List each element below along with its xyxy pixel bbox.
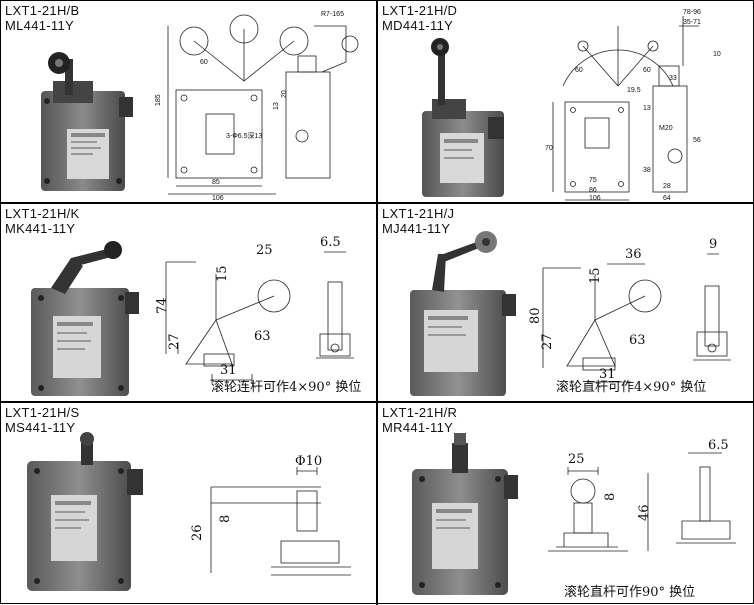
panel-k-model: MK441-11Y	[5, 221, 76, 236]
panel-d-label: LXT1-21H/D MD441-11Y	[382, 3, 457, 33]
panel-k-dim-6: 31	[220, 363, 237, 378]
panel-r-drawing: 25 8 46 6.5	[548, 438, 736, 552]
panel-j-dim-6: 31	[599, 367, 616, 382]
panel-b-dim-6: 3-Φ6.5深13	[226, 131, 262, 140]
panel-j-dim-3: 80	[528, 307, 543, 324]
panel-b-code: LXT1-21H/B	[5, 3, 80, 18]
panel-b-dim-3: 60	[200, 59, 208, 66]
panel-k: LXT1-21H/K MK441-11Y	[1, 204, 376, 401]
panel-k-photo	[31, 241, 139, 396]
panel-d-dim-8: 13	[643, 105, 651, 112]
panel-j-dim-5: 63	[629, 333, 646, 348]
panel-s-drawing: Φ10 8 26	[190, 454, 351, 576]
panel-d-dim-1: 78-96	[683, 9, 701, 16]
panel-j-model: MJ441-11Y	[382, 221, 451, 236]
panel-d: LXT1-21H/D MD441-11Y	[378, 1, 754, 202]
panel-k-note: 滚轮连杆可作4×90° 换位	[211, 380, 362, 395]
panel-s-photo	[27, 432, 143, 591]
panel-d-dim-11: M20	[659, 125, 673, 132]
panel-d-dim-9: 56	[693, 137, 701, 144]
panel-d-dim-12: 38	[643, 167, 651, 174]
panel-r-dim-3: 46	[637, 504, 652, 521]
panel-d-dim-3: 60	[575, 67, 583, 74]
panel-d-dim-14: 86	[589, 187, 597, 194]
panel-k-label: LXT1-21H/K MK441-11Y	[5, 206, 80, 236]
panel-b-dim-1: R7-165	[321, 11, 344, 18]
panel-j-label: LXT1-21H/J MJ441-11Y	[382, 206, 454, 236]
panel-r: LXT1-21H/R MR441-11Y	[378, 403, 754, 605]
panel-r-dim-2: 8	[603, 493, 618, 501]
panel-r-dim-4: 6.5	[708, 438, 729, 453]
panel-d-dim-15: 106	[589, 195, 601, 202]
panel-b-dim-7: 85	[212, 179, 220, 186]
panel-d-dim-16: 28	[663, 183, 671, 190]
divider-row-1	[1, 202, 754, 204]
panel-k-dim-3: 74	[155, 297, 170, 314]
panel-j-photo	[410, 231, 516, 396]
panel-d-dim-2: 35-71	[683, 19, 701, 26]
panel-j-code: LXT1-21H/J	[382, 206, 455, 221]
panel-b-dim-8: 106	[212, 195, 224, 202]
panel-d-code: LXT1-21H/D	[382, 3, 458, 18]
panel-j-note: 滚轮直杆可作4×90° 换位	[556, 380, 707, 395]
panel-k-drawing: 25 15 74 27 63 31 6.5	[155, 235, 354, 384]
panel-d-dim-6: 19.5	[627, 87, 641, 94]
panel-k-code: LXT1-21H/K	[5, 206, 80, 221]
panel-k-dim-2: 15	[215, 265, 230, 282]
panel-r-note: 滚轮直杆可作90° 换位	[564, 585, 696, 600]
panel-k-dim-7: 6.5	[320, 235, 341, 250]
panel-b-dim-2: 185	[155, 94, 162, 106]
panel-r-model: MR441-11Y	[382, 420, 454, 435]
panel-k-dim-5: 63	[254, 329, 271, 344]
panel-s-code: LXT1-21H/S	[5, 405, 80, 420]
panel-j-drawing: 36 15 80 27 63 31 9	[528, 237, 731, 383]
panel-r-code: LXT1-21H/R	[382, 405, 458, 420]
panel-d-dim-5: 10	[713, 51, 721, 58]
panel-d-dim-4: 60	[643, 67, 651, 74]
panel-s: LXT1-21H/S MS441-11Y Φ10 8	[1, 403, 376, 605]
panel-j-dim-7: 9	[709, 237, 717, 252]
panel-s-label: LXT1-21H/S MS441-11Y	[5, 405, 80, 435]
panel-b: LXT1-21H/B ML441-11Y	[1, 1, 376, 202]
panel-r-label: LXT1-21H/R MR441-11Y	[382, 405, 457, 435]
panel-k-dim-4: 27	[167, 333, 182, 350]
panel-j-dim-2: 15	[588, 267, 603, 284]
panel-s-model: MS441-11Y	[5, 420, 76, 435]
divider-row-2	[1, 401, 754, 403]
panel-s-dim-3: 26	[190, 524, 205, 541]
panel-d-dim-10: 70	[545, 145, 553, 152]
panel-b-label: LXT1-21H/B ML441-11Y	[5, 3, 80, 33]
panel-d-photo	[422, 38, 504, 197]
panel-d-dim-7: 33	[669, 75, 677, 82]
panel-b-model: ML441-11Y	[5, 18, 74, 33]
panel-r-dim-1: 25	[568, 452, 585, 467]
panel-d-dim-13: 75	[589, 177, 597, 184]
panel-b-drawing: R7-165 185 60 13 20 3-Φ6.5深13 85 106	[155, 11, 359, 202]
panel-s-dim-2: 8	[218, 515, 233, 523]
panel-k-dim-1: 25	[256, 243, 273, 258]
panel-b-photo	[41, 52, 133, 191]
panel-j-dim-4: 27	[540, 333, 555, 350]
panel-d-model: MD441-11Y	[382, 18, 454, 33]
panel-s-dim-1: Φ10	[295, 454, 322, 469]
panel-j: LXT1-21H/J MJ441-11Y	[378, 204, 754, 401]
panel-d-drawing: 78-96 35-71 60 60 10 19.5 33 13 56 70 M2…	[545, 9, 721, 202]
panel-d-dim-17: 64	[663, 195, 671, 202]
panel-b-dim-4: 13	[273, 102, 280, 110]
panel-j-dim-1: 36	[625, 247, 642, 262]
divider-vertical	[376, 1, 378, 605]
panel-b-dim-5: 20	[281, 90, 288, 98]
panel-r-photo	[412, 433, 518, 595]
